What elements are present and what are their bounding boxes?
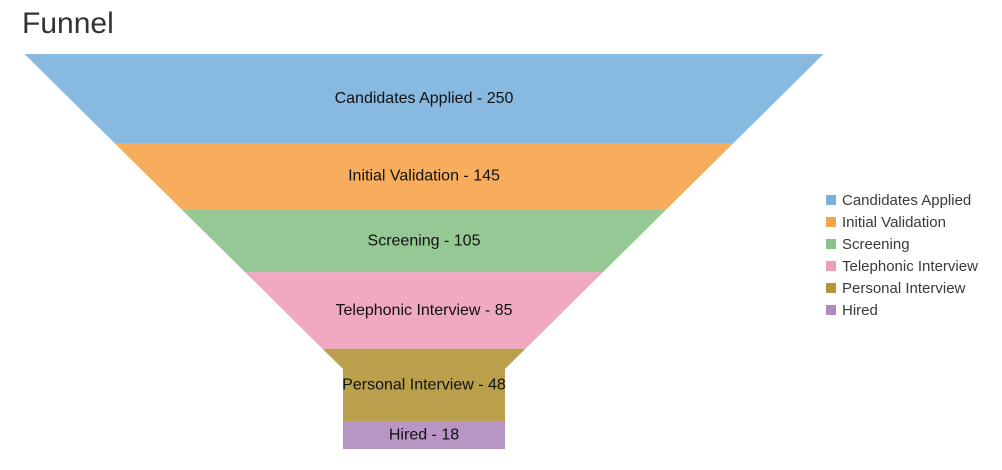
legend-item-screening[interactable]: Screening <box>826 233 978 255</box>
legend-item-candidates-applied[interactable]: Candidates Applied <box>826 189 978 211</box>
legend-item-label: Candidates Applied <box>842 191 972 209</box>
legend-item-label: Telephonic Interview <box>842 257 978 275</box>
legend-item-label: Screening <box>842 235 910 253</box>
legend-swatch-icon <box>826 217 836 227</box>
legend-swatch-icon <box>826 195 836 205</box>
legend-swatch-icon <box>826 261 836 271</box>
funnel-segment-hired[interactable] <box>343 421 505 449</box>
legend-item-label: Initial Validation <box>842 213 946 231</box>
legend-item-personal-interview[interactable]: Personal Interview <box>826 277 978 299</box>
chart-title: Funnel <box>22 7 114 40</box>
legend-item-telephonic-interview[interactable]: Telephonic Interview <box>826 255 978 277</box>
legend-swatch-icon <box>826 239 836 249</box>
funnel-segment-personal-interview[interactable] <box>322 348 526 421</box>
legend-item-label: Hired <box>842 301 878 319</box>
funnel-segment-telephonic-interview[interactable] <box>245 272 603 349</box>
legend-swatch-icon <box>826 305 836 315</box>
funnel-segment-initial-validation[interactable] <box>114 143 734 210</box>
funnel-segment-candidates-applied[interactable] <box>24 54 824 143</box>
funnel-segment-screening[interactable] <box>181 209 667 273</box>
legend-item-hired[interactable]: Hired <box>826 299 978 321</box>
legend-item-label: Personal Interview <box>842 279 966 297</box>
legend-swatch-icon <box>826 283 836 293</box>
legend-item-initial-validation[interactable]: Initial Validation <box>826 211 978 233</box>
